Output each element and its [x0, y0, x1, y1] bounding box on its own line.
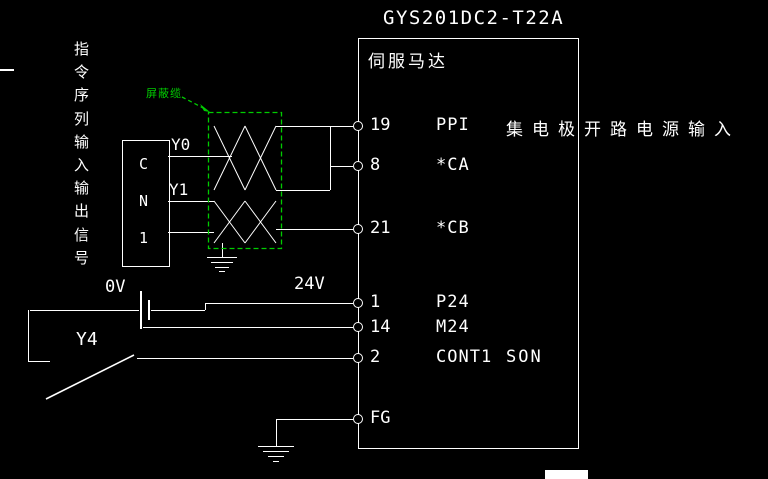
servo-motor-label: 伺服马达 — [368, 52, 448, 72]
pin-circle-fg — [353, 414, 363, 424]
wire-label-y1: Y1 — [169, 180, 189, 199]
pin-note: 集电极开路电源输入 — [506, 120, 740, 140]
cursor-highlight-block — [545, 470, 588, 479]
pin-number: FG — [370, 408, 391, 428]
pin-name: *CB — [436, 218, 470, 238]
io-signal-vertical-label: 指令序列输入输出信号 — [74, 40, 90, 267]
pin-row-19: 19 PPI 集电极开路电源输入 — [0, 115, 768, 140]
wire-label-y4: Y4 — [76, 329, 98, 350]
pin-number: 8 — [370, 155, 381, 175]
pin-circle-1 — [353, 298, 363, 308]
pin-row-2: 2 CONT1 SON — [0, 347, 768, 369]
shield-arrowhead-icon — [200, 104, 210, 112]
servo-box-outline — [358, 38, 579, 449]
pin-name: P24 — [436, 292, 470, 312]
pin-name: PPI — [436, 115, 470, 135]
pin-row-14: 14 M24 — [0, 317, 768, 339]
pin-row-fg: FG — [0, 408, 768, 430]
wire-lines — [28, 38, 579, 449]
pin-number: 1 — [370, 292, 381, 312]
cn1-connector-label: CN1 — [139, 155, 149, 247]
pin-note: SON — [506, 347, 543, 367]
ground-icon — [207, 256, 294, 463]
twisted-pair-icon — [213, 125, 277, 244]
pin-name: CONT1 — [436, 347, 493, 367]
pin-number: 21 — [370, 218, 391, 238]
switch-blade-icon — [45, 354, 135, 400]
pin-name: M24 — [436, 317, 470, 337]
pin-circle-14 — [353, 322, 363, 332]
pin-terminal-circles — [353, 121, 363, 424]
pin-circle-21 — [353, 224, 363, 234]
cn1-connector-box — [122, 140, 170, 267]
pin-circle-19 — [353, 121, 363, 131]
pin-row-1: 1 P24 — [0, 292, 768, 314]
battery-icon — [140, 291, 150, 329]
pin-name: *CA — [436, 155, 470, 175]
drawing-title: GYS201DC2-T22A — [383, 7, 565, 29]
pin-row-8: 8 *CA — [0, 155, 768, 177]
shield-cable-label: 屏蔽缆 — [146, 87, 182, 100]
pin-circle-8 — [353, 161, 363, 171]
pin-number: 19 — [370, 115, 391, 135]
pin-row-21: 21 *CB — [0, 218, 768, 240]
pin-circle-2 — [353, 353, 363, 363]
wire-label-24v: 24V — [294, 274, 325, 294]
pin-number: 2 — [370, 347, 381, 367]
wire-label-0v: 0V — [105, 277, 126, 297]
pin-number: 14 — [370, 317, 391, 337]
wire-label-y0: Y0 — [171, 135, 191, 154]
